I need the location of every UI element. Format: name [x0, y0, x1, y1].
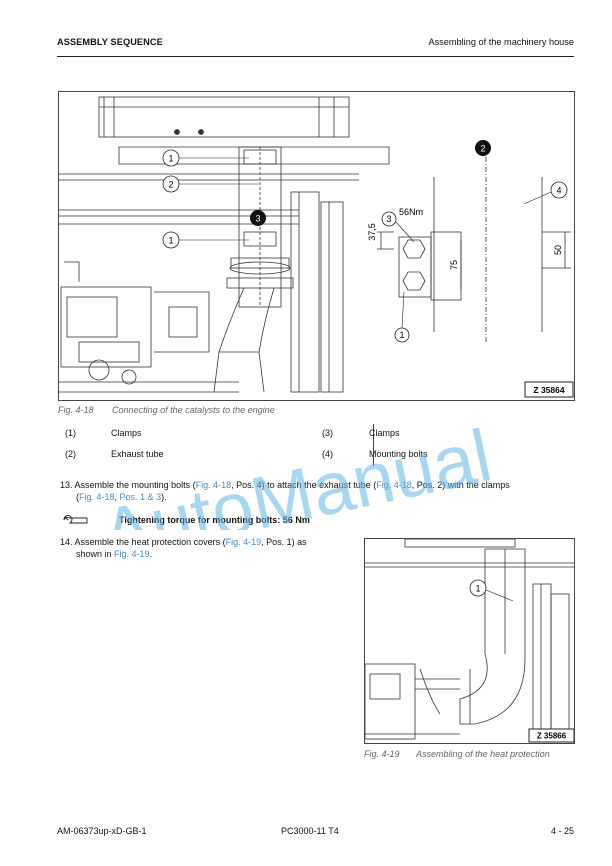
step-text: shown in: [76, 548, 115, 559]
step-text: Assemble the mounting bolts (: [74, 480, 196, 490]
legend-label: Exhaust tube: [111, 449, 164, 459]
model-number: PC3000-11 T4: [281, 826, 339, 836]
step-text: Assemble the heat protection covers (: [74, 537, 226, 547]
figure-4-18: 1 2 3 1: [58, 91, 575, 401]
step-text: , Pos. 2) with the clamps: [411, 480, 510, 490]
caption-text: Assembling of the heat protection: [416, 749, 550, 759]
legend-label: Clamps: [369, 428, 400, 438]
figure-4-19-caption: Fig. 4-19 Assembling of the heat protect…: [364, 749, 550, 759]
document-id: AM-06373up-xD-GB-1: [57, 826, 147, 836]
callout-3: 1: [168, 236, 173, 246]
dim-37-5: 37,5: [367, 223, 377, 241]
legend-num: (3): [322, 428, 333, 438]
step-13: 13. Assemble the mounting bolts (Fig. 4-…: [60, 480, 576, 503]
heat-protection-drawing: 1 Z 35866: [365, 539, 574, 743]
page-number: 4 - 25: [550, 826, 574, 836]
legend-row: (2) Exhaust tube (4) Mounting bolts: [58, 445, 575, 466]
parts-legend: (1) Clamps (3) Clamps (2) Exhaust tube (…: [58, 424, 575, 466]
torque-label: 56Nm: [399, 207, 423, 217]
figure-link[interactable]: Fig. 4-19: [114, 548, 150, 559]
step-number: 13.: [60, 480, 73, 490]
dim-50: 50: [553, 245, 563, 255]
callout-3-detail: 1: [399, 330, 404, 340]
callout-1-filled: 3: [255, 214, 260, 224]
callout-1: 1: [168, 154, 173, 164]
wrench-icon: [63, 515, 88, 524]
step-text: , Pos. 4) to attach the exhaust tube (: [231, 480, 377, 490]
callout-1-detail: 2: [480, 144, 485, 154]
caption-number: Fig. 4-19: [364, 749, 400, 759]
figure-4-19: 1 Z 35866: [364, 538, 575, 744]
header-rule: [57, 56, 574, 57]
legend-num: (4): [322, 449, 333, 459]
legend-divider: [373, 424, 374, 466]
legend-label: Mounting bolts: [369, 449, 428, 459]
legend-num: (2): [65, 449, 76, 459]
step-text: (: [76, 491, 79, 502]
callout-2-detail: 4: [556, 186, 561, 196]
figure-4-18-caption: Fig. 4-18 Connecting of the catalysts to…: [58, 405, 275, 415]
legend-label: Clamps: [111, 428, 142, 438]
figure-id-label: Z 35866: [537, 732, 567, 741]
caption-text: Connecting of the catalysts to the engin…: [112, 405, 275, 415]
figure-id-label: Z 35864: [533, 385, 564, 395]
callout-1-fig2: 1: [475, 584, 480, 594]
step-text: ).: [161, 491, 167, 502]
torque-note: Tightening torque for mounting bolts: 56…: [119, 515, 310, 525]
legend-num: (1): [65, 428, 76, 438]
chapter-title: Assembling of the machinery house: [428, 37, 574, 47]
figure-link[interactable]: Fig. 4-18: [195, 480, 232, 490]
legend-row: (1) Clamps (3) Clamps: [58, 424, 575, 445]
step-text: .: [149, 548, 153, 559]
callout-4-detail: 3: [386, 214, 391, 224]
engine-catalyst-drawing: 1 2 3 1: [59, 96, 574, 398]
dim-75: 75: [449, 260, 459, 270]
step-text: , Pos. 1) as: [261, 537, 307, 547]
position-link[interactable]: Pos. 1 & 3: [119, 491, 162, 502]
step-text: ,: [114, 491, 120, 502]
step-number: 14.: [60, 537, 73, 547]
figure-link[interactable]: Fig. 4-18: [79, 491, 115, 502]
step-14: 14. Assemble the heat protection covers …: [60, 537, 360, 560]
caption-number: Fig. 4-18: [58, 405, 94, 415]
section-title: ASSEMBLY SEQUENCE: [57, 37, 163, 47]
figure-link[interactable]: Fig. 4-19: [225, 537, 262, 547]
figure-link[interactable]: Fig. 4-18: [376, 480, 412, 490]
callout-2: 2: [168, 180, 173, 190]
